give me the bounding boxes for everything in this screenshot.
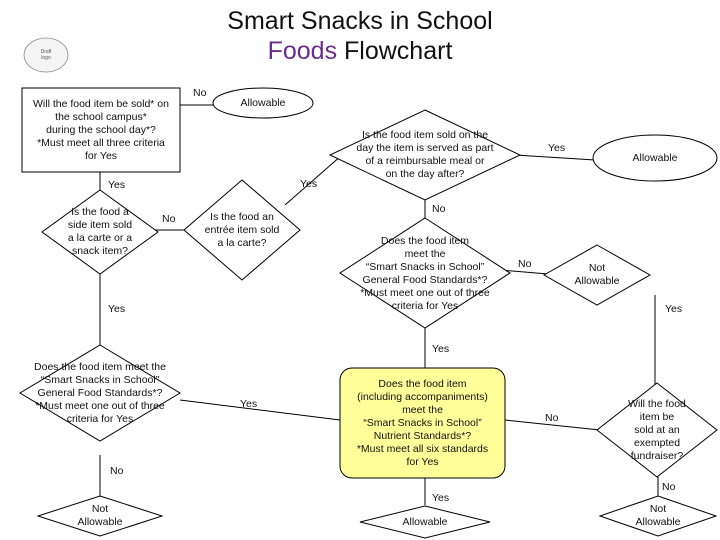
q-nutrient-text: Does the food item (including accompanim… — [356, 377, 489, 468]
not-allow-right-text: Not Allowable — [635, 503, 681, 528]
q-entree-shape — [183, 179, 301, 281]
allow-right-text: Allowable — [632, 151, 678, 164]
not-allow-right: Not Allowable — [613, 502, 703, 530]
connector-generalleft-nutrient — [179, 399, 341, 421]
label-no-left-general: No — [110, 465, 124, 477]
q-nutrient-shape — [339, 367, 506, 479]
q-entree: Is the food an entrée item sold a la car… — [192, 200, 292, 260]
connector-entree-reimb — [284, 154, 343, 206]
page-title: Smart Snacks in School Foods Flowchart — [200, 6, 520, 66]
title-line2: Foods Flowchart — [200, 36, 520, 66]
label-yes-fundraiser: Yes — [432, 492, 450, 504]
q-general-left: Does the food item meet the “Smart Snack… — [22, 355, 178, 431]
label-no-q1: No — [193, 87, 207, 99]
label-no-fundraiser: No — [662, 481, 676, 493]
q-reimb-shape — [328, 109, 522, 201]
q-fundraiser-shape — [596, 382, 718, 478]
allow-bottom: Allowable — [375, 514, 475, 530]
allow-bottom-text: Allowable — [402, 515, 448, 528]
allow-bottom-shape — [359, 505, 491, 539]
q-reimb-text: Is the food item sold on the day the ite… — [356, 129, 494, 180]
label-no-side: No — [162, 213, 176, 225]
title-line1: Smart Snacks in School — [227, 7, 493, 35]
q-reimb: Is the food item sold on the day the ite… — [340, 125, 510, 185]
connectors — [99, 104, 659, 505]
q1-shape — [21, 87, 181, 173]
label-yes-generalleft-nutrient: Yes — [240, 398, 258, 410]
not-allow-left-text: Not Allowable — [77, 503, 123, 528]
label-no-general: No — [518, 258, 532, 270]
label-no-nutrient: No — [545, 412, 559, 424]
q-general-text: Does the food item meet the “Smart Snack… — [360, 235, 490, 312]
not-allow-mid-text: Not Allowable — [574, 262, 620, 287]
not-allow-left-shape — [36, 495, 164, 537]
connector-nutrient-fundraiser — [504, 419, 601, 431]
q-general-left-text: Does the food item meet the “Smart Snack… — [34, 360, 166, 425]
q-nutrient: Does the food item (including accompanim… — [342, 370, 503, 476]
not-allow-left: Not Allowable — [55, 502, 145, 530]
label-yes-side: Yes — [108, 303, 126, 315]
logo-shape — [23, 37, 69, 73]
connector-reimb-allow — [514, 154, 596, 161]
q-side-shape — [41, 189, 159, 275]
label-no-reimb: No — [432, 203, 446, 215]
q1-text: Will the food item be sold* on the schoo… — [33, 97, 169, 162]
label-yes-q1: Yes — [108, 179, 126, 191]
title-accent: Foods — [267, 37, 338, 65]
allow-right-shape — [592, 134, 718, 182]
q-general: Does the food item meet the “Smart Snack… — [340, 230, 510, 318]
q-fundraiser: Will the food item be sold at an exempte… — [617, 393, 697, 467]
q-side-text: Is the food a side item sold a la carte … — [67, 206, 133, 257]
q-general-shape — [339, 217, 511, 329]
allow-top: Allowable — [213, 88, 313, 118]
title-rest: Flowchart — [337, 37, 453, 65]
label-yes-left-general: Yes — [432, 343, 450, 355]
allow-right: Allowable — [595, 145, 715, 171]
label-yes-reimb: Yes — [548, 142, 566, 154]
allow-top-shape — [212, 87, 314, 119]
allow-top-text: Allowable — [240, 96, 286, 109]
not-allow-mid-shape — [542, 244, 652, 306]
q-fundraiser-text: Will the food item be sold at an exempte… — [628, 397, 686, 462]
not-allow-mid: Not Allowable — [554, 260, 640, 290]
label-yes-entree: Yes — [300, 178, 318, 190]
q-entree-text: Is the food an entrée item sold a la car… — [204, 210, 280, 249]
logo-icon: Draft logo — [40, 49, 52, 61]
q-general-left-shape — [19, 344, 181, 442]
not-allow-right-shape — [598, 495, 718, 537]
q-side: Is the food a side item sold a la carte … — [52, 200, 148, 264]
label-yes-general: Yes — [665, 303, 683, 315]
q1-box: Will the food item be sold* on the schoo… — [22, 88, 180, 172]
